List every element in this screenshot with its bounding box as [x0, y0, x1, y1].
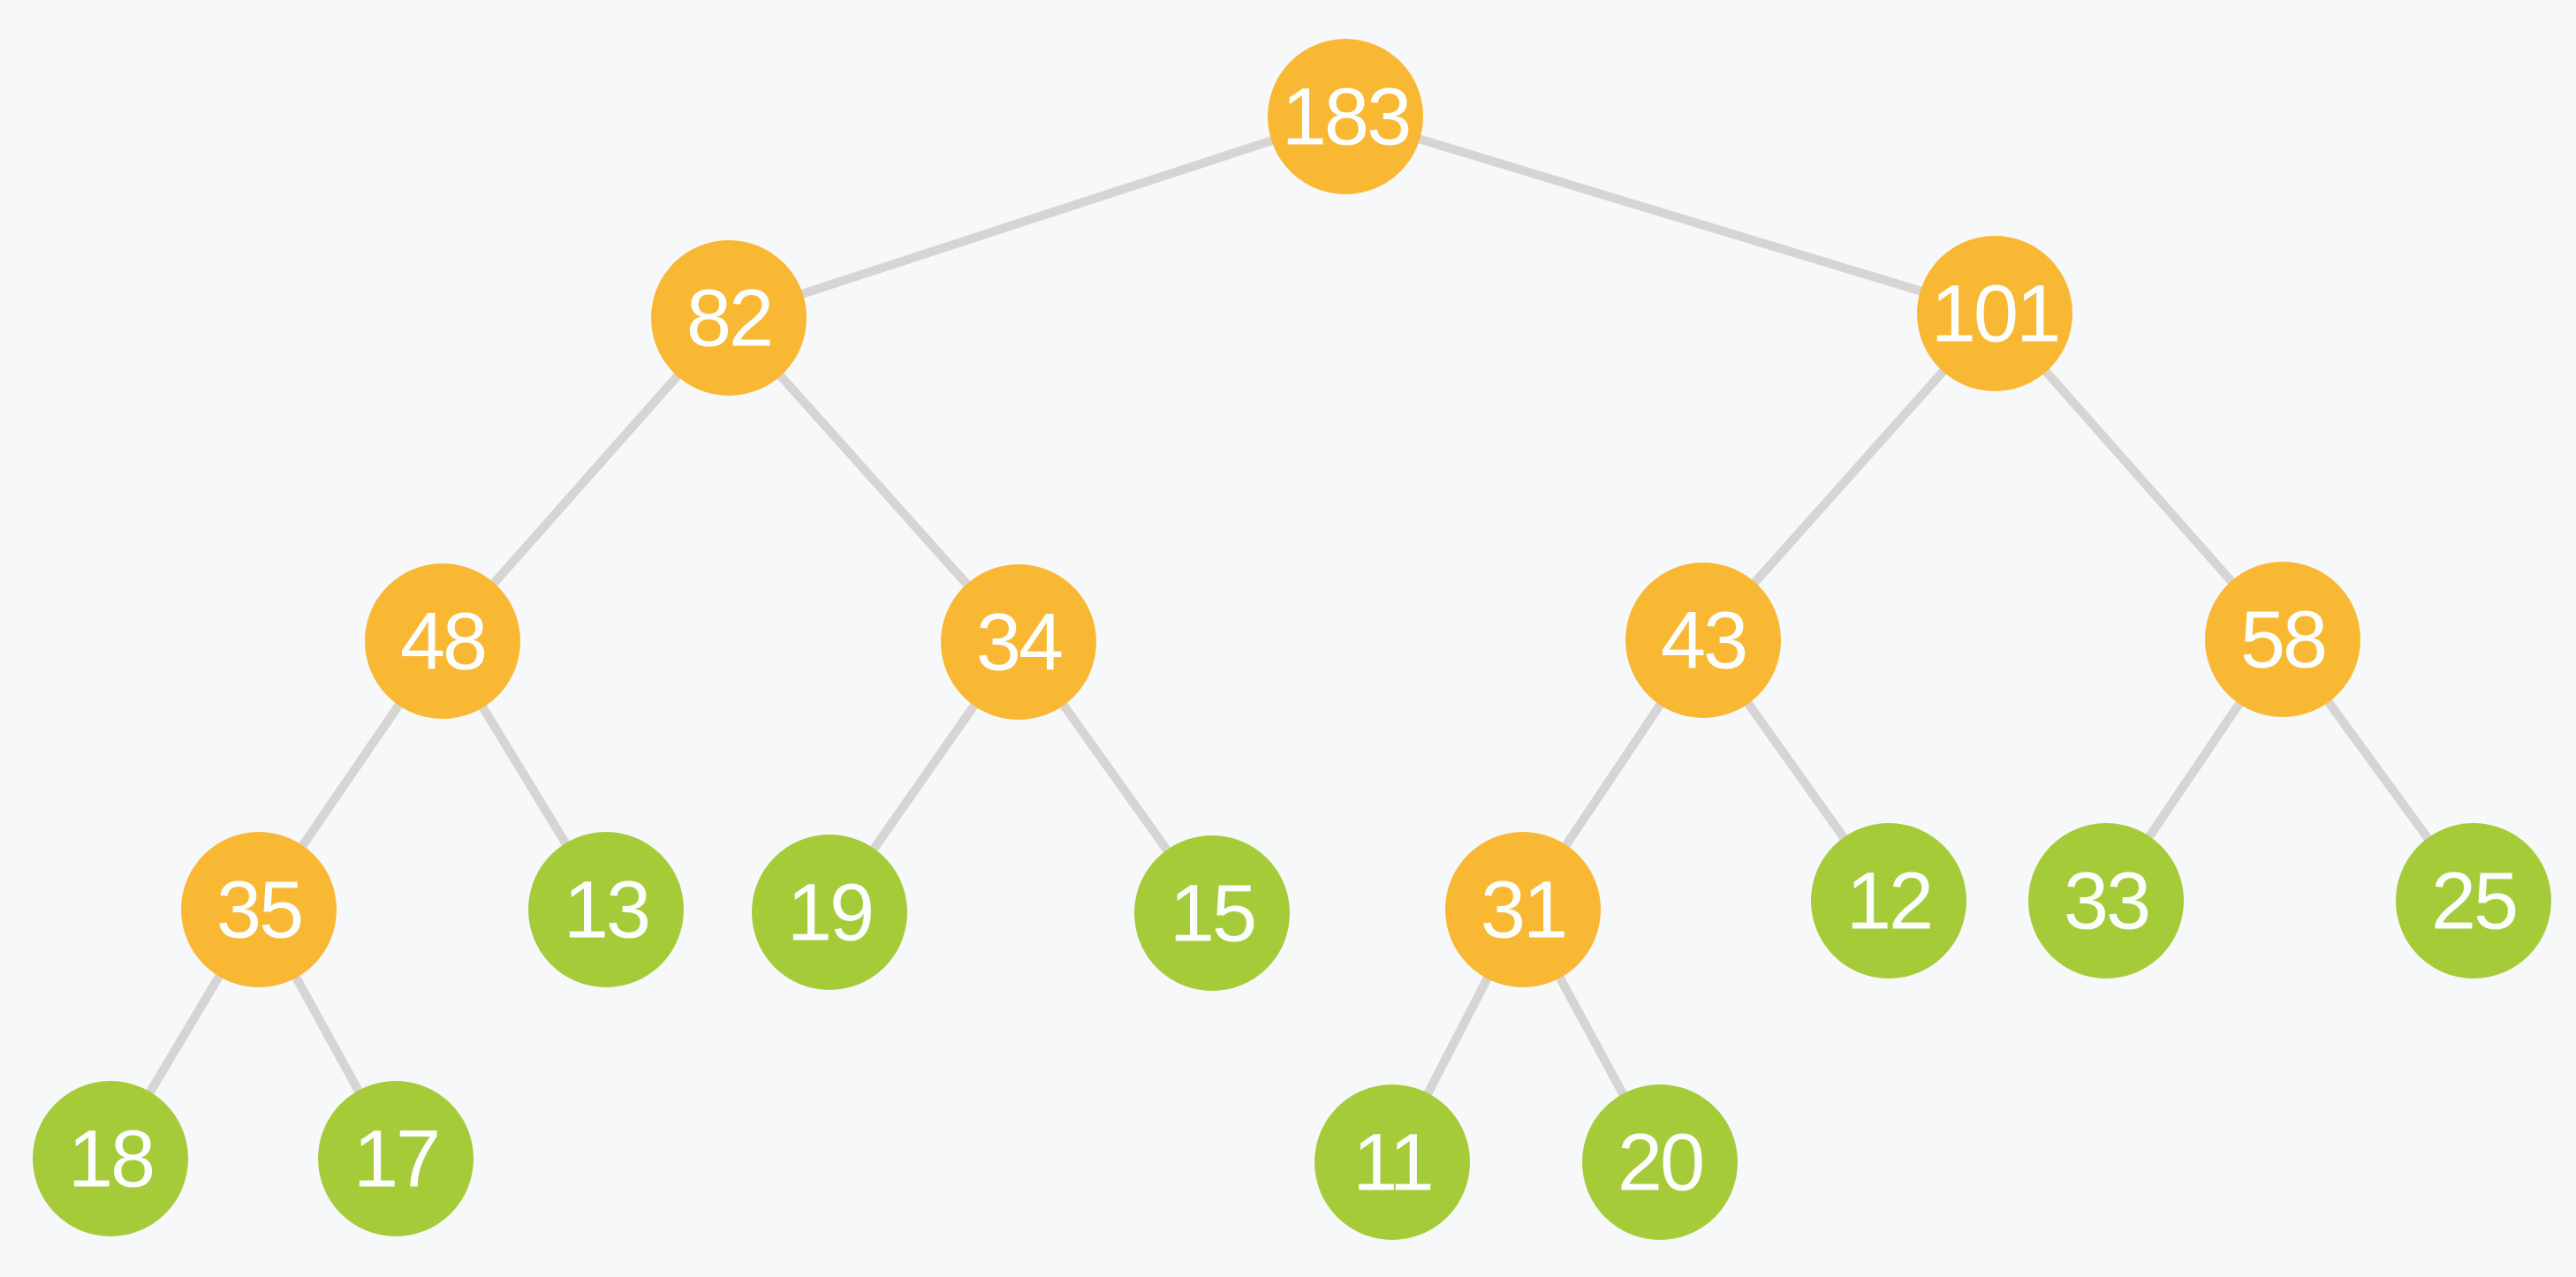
tree-node-label-31: 31 — [1481, 865, 1565, 955]
tree-node-circle-82 — [651, 240, 807, 396]
tree-node-circle-183 — [1268, 39, 1423, 194]
tree-node-circle-35 — [181, 832, 337, 987]
tree-node-label-34: 34 — [976, 597, 1062, 687]
tree-node-19: 19 — [752, 835, 907, 990]
tree-node-12: 12 — [1811, 823, 1966, 979]
tree-node-label-18: 18 — [68, 1114, 153, 1204]
tree-node-circle-11 — [1315, 1084, 1470, 1240]
tree-node-circle-33 — [2028, 823, 2184, 979]
tree-node-82: 82 — [651, 240, 807, 396]
tree-node-label-12: 12 — [1846, 856, 1931, 946]
tree-node-circle-43 — [1625, 563, 1781, 718]
tree-node-25: 25 — [2396, 823, 2551, 979]
tree-node-circle-12 — [1811, 823, 1966, 979]
tree-node-11: 11 — [1315, 1084, 1470, 1240]
tree-node-31: 31 — [1445, 832, 1601, 987]
tree-node-circle-20 — [1582, 1084, 1738, 1240]
tree-node-33: 33 — [2028, 823, 2184, 979]
tree-edge-183-101 — [1344, 112, 1996, 318]
tree-node-circle-19 — [752, 835, 907, 990]
tree-node-101: 101 — [1917, 236, 2072, 391]
tree-node-circle-48 — [365, 563, 520, 719]
tree-node-circle-15 — [1134, 835, 1290, 991]
tree-edge-183-82 — [727, 112, 1347, 322]
tree-node-circle-17 — [318, 1081, 474, 1236]
tree-node-34: 34 — [941, 564, 1096, 720]
tree-node-15: 15 — [1134, 835, 1290, 991]
tree-node-circle-58 — [2205, 562, 2360, 717]
tree-node-circle-34 — [941, 564, 1096, 720]
tree-node-label-35: 35 — [216, 865, 301, 955]
tree-node-18: 18 — [33, 1081, 188, 1236]
tree-node-circle-13 — [528, 832, 684, 987]
tree-node-20: 20 — [1582, 1084, 1738, 1240]
tree-node-label-33: 33 — [2064, 856, 2148, 946]
tree-node-label-101: 101 — [1931, 268, 2059, 359]
tree-node-183: 183 — [1268, 39, 1423, 194]
tree-node-48: 48 — [365, 563, 520, 719]
tree-node-label-43: 43 — [1661, 595, 1746, 685]
tree-node-17: 17 — [318, 1081, 474, 1236]
tree-node-label-15: 15 — [1170, 868, 1254, 958]
tree-node-circle-31 — [1445, 832, 1601, 987]
tree-node-58: 58 — [2205, 562, 2360, 717]
tree-node-circle-18 — [33, 1081, 188, 1236]
tree-node-circle-101 — [1917, 236, 2072, 391]
tree-node-label-13: 13 — [564, 865, 648, 955]
tree-node-label-20: 20 — [1618, 1117, 1702, 1207]
tree-node-label-25: 25 — [2431, 856, 2516, 946]
tree-node-label-58: 58 — [2240, 594, 2325, 684]
tree-node-13: 13 — [528, 832, 684, 987]
tree-node-label-183: 183 — [1282, 72, 1410, 162]
tree-node-35: 35 — [181, 832, 337, 987]
tree-node-circle-25 — [2396, 823, 2551, 979]
tree-node-label-48: 48 — [400, 596, 485, 686]
tree-node-label-19: 19 — [787, 867, 872, 957]
tree-node-label-11: 11 — [1352, 1117, 1432, 1207]
tree-node-label-17: 17 — [353, 1114, 438, 1204]
tree-node-43: 43 — [1625, 563, 1781, 718]
tree-node-label-82: 82 — [686, 273, 771, 363]
